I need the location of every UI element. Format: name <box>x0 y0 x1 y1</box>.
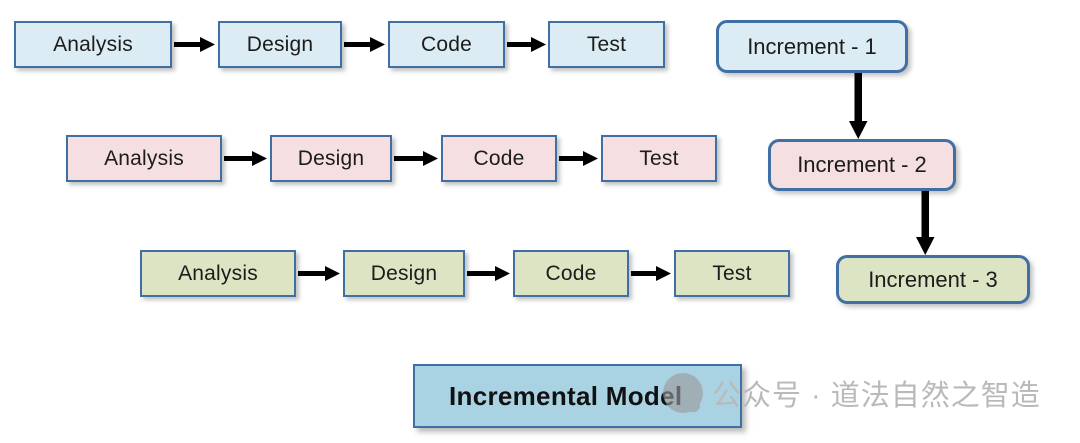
arrow-analysis-to-design-row2 <box>224 150 268 167</box>
stage-box-analysis-row3[interactable]: Analysis <box>140 250 296 297</box>
stage-box-design-row1[interactable]: Design <box>218 21 342 68</box>
arrow-code-to-test-row2 <box>559 150 599 167</box>
stage-box-test-row3[interactable]: Test <box>674 250 790 297</box>
arrow-code-to-test-row3 <box>631 265 672 282</box>
stage-box-code-row1[interactable]: Code <box>388 21 505 68</box>
stage-box-test-row2[interactable]: Test <box>601 135 717 182</box>
arrow-analysis-to-design-row3 <box>298 265 341 282</box>
increment-box-1[interactable]: Increment - 1 <box>716 20 908 73</box>
stage-box-analysis-row1[interactable]: Analysis <box>14 21 172 68</box>
arrow-analysis-to-design-row1 <box>174 36 216 53</box>
stage-box-code-row3[interactable]: Code <box>513 250 629 297</box>
diagram-title: Incremental Model <box>413 364 742 428</box>
watermark-text: 公众号 · 道法自然之智造 <box>712 380 1041 412</box>
stage-box-design-row2[interactable]: Design <box>270 135 392 182</box>
arrow-design-to-code-row3 <box>467 265 511 282</box>
arrow-design-to-code-row1 <box>344 36 386 53</box>
stage-box-test-row1[interactable]: Test <box>548 21 665 68</box>
arrow-increment1-to-increment2 <box>849 73 868 140</box>
stage-box-design-row3[interactable]: Design <box>343 250 465 297</box>
arrow-code-to-test-row1 <box>507 36 547 53</box>
increment-box-2[interactable]: Increment - 2 <box>768 139 956 191</box>
increment-box-3[interactable]: Increment - 3 <box>836 255 1030 304</box>
stage-box-analysis-row2[interactable]: Analysis <box>66 135 222 182</box>
stage-box-code-row2[interactable]: Code <box>441 135 557 182</box>
arrow-increment2-to-increment3 <box>916 191 935 256</box>
arrow-design-to-code-row2 <box>394 150 439 167</box>
